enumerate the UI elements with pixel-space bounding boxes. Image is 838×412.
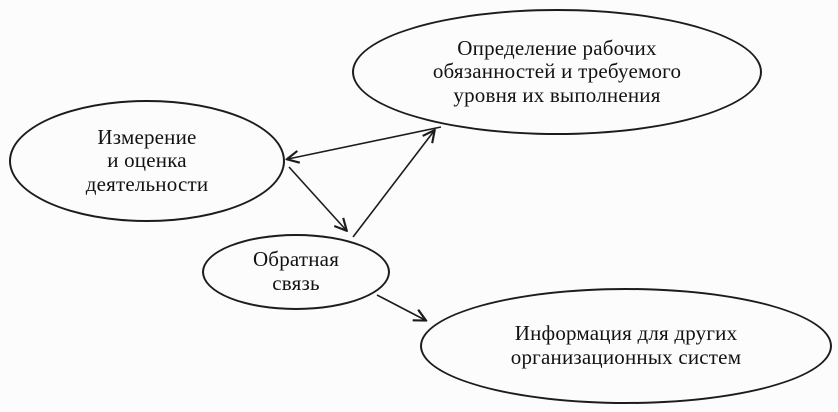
edge-feedback-to-define bbox=[352, 131, 434, 238]
node-define-duties-label: Определение рабочих обязанностей и требу… bbox=[432, 35, 682, 107]
edge-feedback-to-info bbox=[376, 294, 425, 320]
node-feedback-label: Обратная связь bbox=[252, 247, 340, 295]
edge-measure-to-feedback bbox=[288, 166, 346, 230]
node-feedback: Обратная связь bbox=[202, 234, 390, 310]
node-info-other-systems-label: Информация для других организационных си… bbox=[510, 321, 742, 369]
node-measure-evaluate: Измерение и оценка деятельности bbox=[9, 100, 285, 222]
node-info-other-systems: Информация для других организационных си… bbox=[420, 288, 832, 404]
node-define-duties: Определение рабочих обязанностей и требу… bbox=[352, 9, 762, 135]
node-measure-evaluate-label: Измерение и оценка деятельности bbox=[85, 124, 209, 196]
edge-define-to-measure bbox=[288, 126, 442, 159]
